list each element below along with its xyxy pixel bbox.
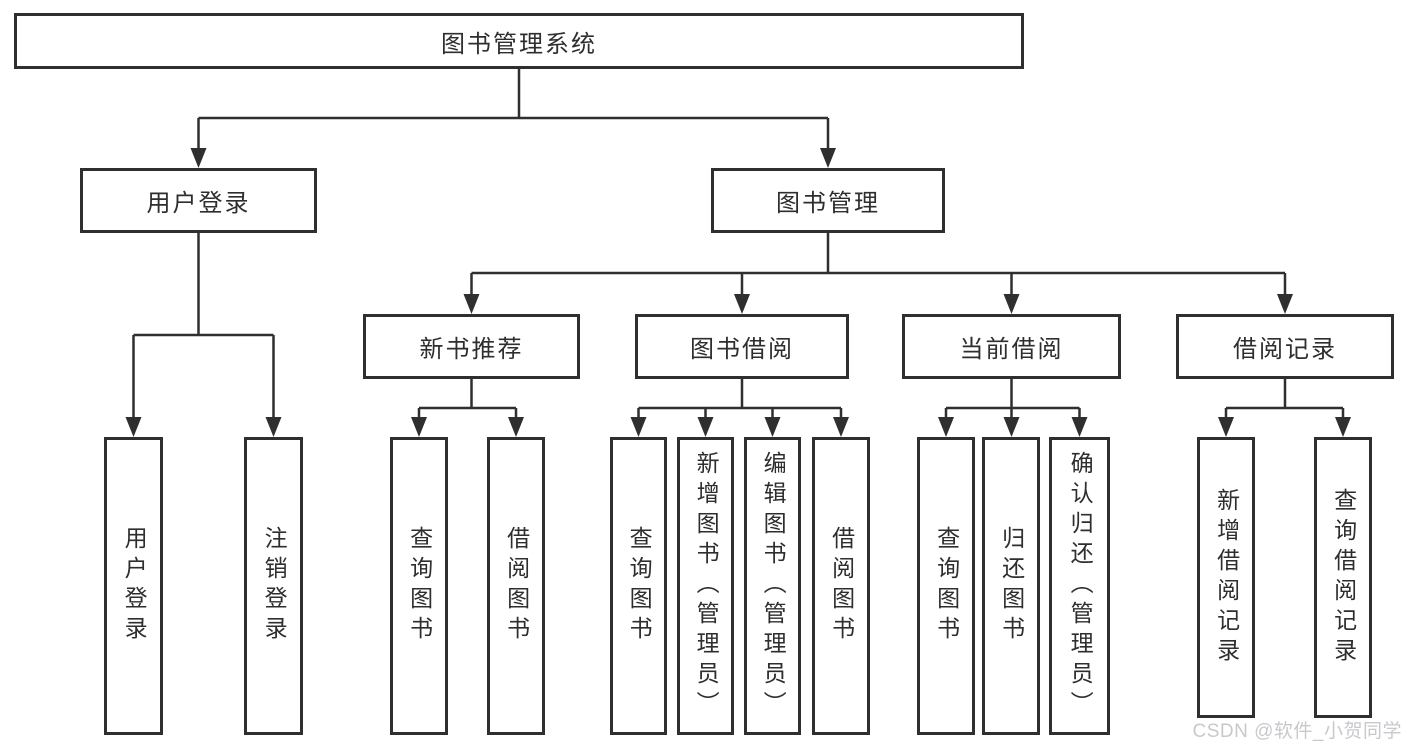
arrow-down-icon <box>630 417 647 437</box>
leaf-label: 确认归还（管理员） <box>1067 451 1094 721</box>
leaf-label: 查询图书 <box>406 526 433 646</box>
arrow-down-icon <box>1003 294 1020 314</box>
leaf-label: 新增图书（管理员） <box>693 451 720 721</box>
arrow-down-icon <box>265 417 282 437</box>
leaf-cb-confirm-return-admin: 确认归还（管理员） <box>1049 437 1110 735</box>
leaf-label: 查询图书 <box>626 526 653 646</box>
arrow-down-icon <box>833 417 849 437</box>
node-label: 图书管理 <box>776 190 880 217</box>
node-library-management-system: 图书管理系统 <box>14 13 1024 69</box>
arrow-down-icon <box>190 148 207 168</box>
node-current-borrow: 当前借阅 <box>902 314 1121 379</box>
leaf-bb-edit-books-admin: 编辑图书（管理员） <box>744 437 801 735</box>
arrow-down-icon <box>125 417 142 437</box>
leaf-label: 借阅图书 <box>828 526 855 646</box>
node-label: 当前借阅 <box>959 336 1064 363</box>
node-label: 图书管理系统 <box>441 30 597 58</box>
leaf-bb-borrow-books: 借阅图书 <box>812 437 870 735</box>
node-label: 图书借阅 <box>690 336 794 363</box>
arrow-down-icon <box>411 417 427 437</box>
leaf-label: 查询图书 <box>933 526 960 646</box>
node-book-borrow: 图书借阅 <box>635 314 849 379</box>
arrow-down-icon <box>734 294 750 314</box>
leaf-bb-query-books: 查询图书 <box>610 437 667 735</box>
leaf-label: 注销登录 <box>261 526 288 646</box>
watermark-csdn: CSDN @软件_小贺同学 <box>1192 721 1402 742</box>
arrow-down-icon <box>1277 294 1293 314</box>
leaf-cb-return-books: 归还图书 <box>982 437 1040 735</box>
node-label: 用户登录 <box>146 190 251 217</box>
leaf-bb-add-books-admin: 新增图书（管理员） <box>677 437 734 735</box>
arrow-down-icon <box>1003 417 1020 437</box>
leaf-nb-borrow-books: 借阅图书 <box>487 437 545 735</box>
leaf-label: 编辑图书（管理员） <box>760 451 787 721</box>
arrow-down-icon <box>1071 417 1088 437</box>
node-label: 借阅记录 <box>1233 336 1337 363</box>
leaf-label: 借阅图书 <box>503 526 530 646</box>
arrow-down-icon <box>938 417 954 437</box>
leaf-cb-query-books: 查询图书 <box>917 437 975 735</box>
arrow-down-icon <box>764 417 781 437</box>
arrow-down-icon <box>1335 417 1351 437</box>
node-borrow-records: 借阅记录 <box>1176 314 1394 379</box>
leaf-label: 归还图书 <box>998 526 1025 646</box>
leaf-br-add-record: 新增借阅记录 <box>1197 437 1255 718</box>
leaf-br-query-record: 查询借阅记录 <box>1314 437 1372 718</box>
leaf-label: 新增借阅记录 <box>1213 487 1240 668</box>
arrow-down-icon <box>1218 417 1234 437</box>
leaf-user-login: 用户登录 <box>104 437 163 735</box>
leaf-logout: 注销登录 <box>244 437 303 735</box>
arrow-down-icon <box>508 417 524 437</box>
leaf-label: 用户登录 <box>121 526 148 646</box>
leaf-nb-query-books: 查询图书 <box>390 437 448 735</box>
node-label: 新书推荐 <box>419 336 524 363</box>
node-new-book-recommend: 新书推荐 <box>363 314 580 379</box>
node-book-management-branch: 图书管理 <box>711 168 945 233</box>
arrow-down-icon <box>820 148 836 168</box>
node-user-login-branch: 用户登录 <box>80 168 317 233</box>
arrow-down-icon <box>697 417 714 437</box>
arrow-down-icon <box>463 294 480 314</box>
leaf-label: 查询借阅记录 <box>1330 487 1357 668</box>
